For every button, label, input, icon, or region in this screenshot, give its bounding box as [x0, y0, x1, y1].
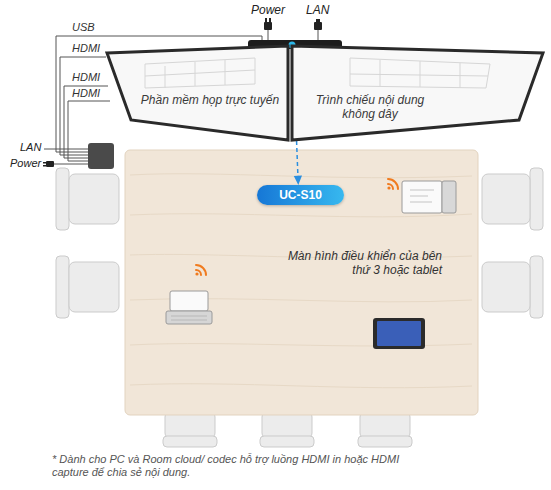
device-pill: UC-S10 — [257, 185, 344, 205]
screen-caption: Phần mềm họp trực tuyến — [140, 94, 280, 108]
hdmi-label: HDMI — [72, 71, 100, 84]
device-name: UC-S10 — [279, 188, 322, 202]
hdmi-label: HDMI — [72, 87, 100, 100]
device-note: Màn hình điều khiển của bên thứ 3 hoặc t… — [282, 250, 442, 278]
hdmi-label: HDMI — [72, 42, 100, 55]
lan-label: LAN — [306, 4, 329, 18]
usb-label: USB — [72, 21, 95, 34]
lan-label: LAN — [20, 141, 41, 154]
screen-outline — [290, 44, 545, 142]
screen-caption: Trình chiếu nội dung không dây — [310, 94, 430, 122]
power-label: Power — [10, 157, 41, 170]
screen-outline — [105, 44, 290, 142]
display-screen: Trình chiếu nội dung không dây — [290, 44, 545, 142]
power-label: Power — [251, 4, 285, 18]
display-screen: Phần mềm họp trực tuyến — [105, 44, 290, 142]
footnote: * Dành cho PC và Room cloud/ codec hỗ tr… — [52, 453, 402, 478]
